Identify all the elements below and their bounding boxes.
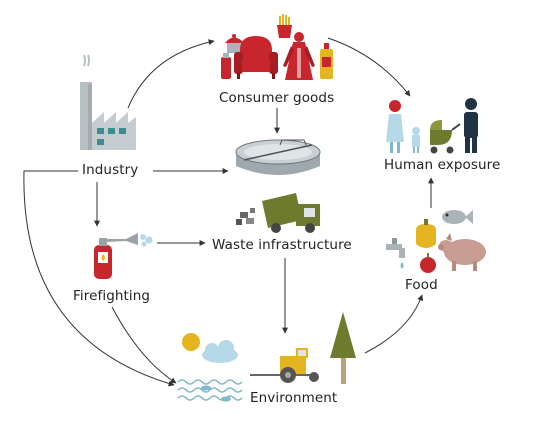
node-label-industry: Industry <box>82 162 139 178</box>
armchair-icon <box>234 36 278 79</box>
pig-icon <box>438 233 486 271</box>
dress-icon <box>283 32 315 80</box>
bottle-icon <box>320 43 333 79</box>
garbage-truck-icon <box>236 193 320 233</box>
arrow-consumer-goods-to-human-exposure <box>327 37 411 97</box>
faucet-icon <box>386 238 405 269</box>
cake-icon <box>225 34 244 53</box>
family-icon <box>386 98 478 153</box>
spray-can-icon <box>221 53 231 79</box>
node-label-human-exposure: Human exposure <box>384 157 501 173</box>
flow-arrows <box>23 37 434 387</box>
arrow-environment-to-food <box>364 294 424 354</box>
pepper-icon <box>416 219 436 248</box>
node-label-environment: Environment <box>250 390 338 406</box>
factory-icon <box>80 54 136 150</box>
node-label-waste-infrastructure: Waste infrastructure <box>212 237 352 253</box>
wastewater-tank-icon <box>235 139 321 175</box>
stroller-icon <box>430 120 461 154</box>
sun-icon <box>182 333 200 351</box>
tractor-icon <box>250 348 319 383</box>
node-label-consumer-goods: Consumer goods <box>219 90 335 106</box>
node-label-firefighting: Firefighting <box>73 288 151 304</box>
apple-icon <box>420 253 436 273</box>
cloud-icon <box>202 340 238 363</box>
arrow-industry-to-consumer-goods <box>127 39 215 109</box>
arrow-firefighting-to-environment <box>111 306 177 384</box>
node-label-food: Food <box>405 277 438 293</box>
fries-icon <box>277 14 292 38</box>
fire-extinguisher-icon <box>94 233 153 279</box>
fish-icon <box>442 210 473 224</box>
arrow-industry-to-environment <box>23 170 175 387</box>
water-wave-icon <box>177 379 243 402</box>
tree-icon <box>330 312 356 384</box>
